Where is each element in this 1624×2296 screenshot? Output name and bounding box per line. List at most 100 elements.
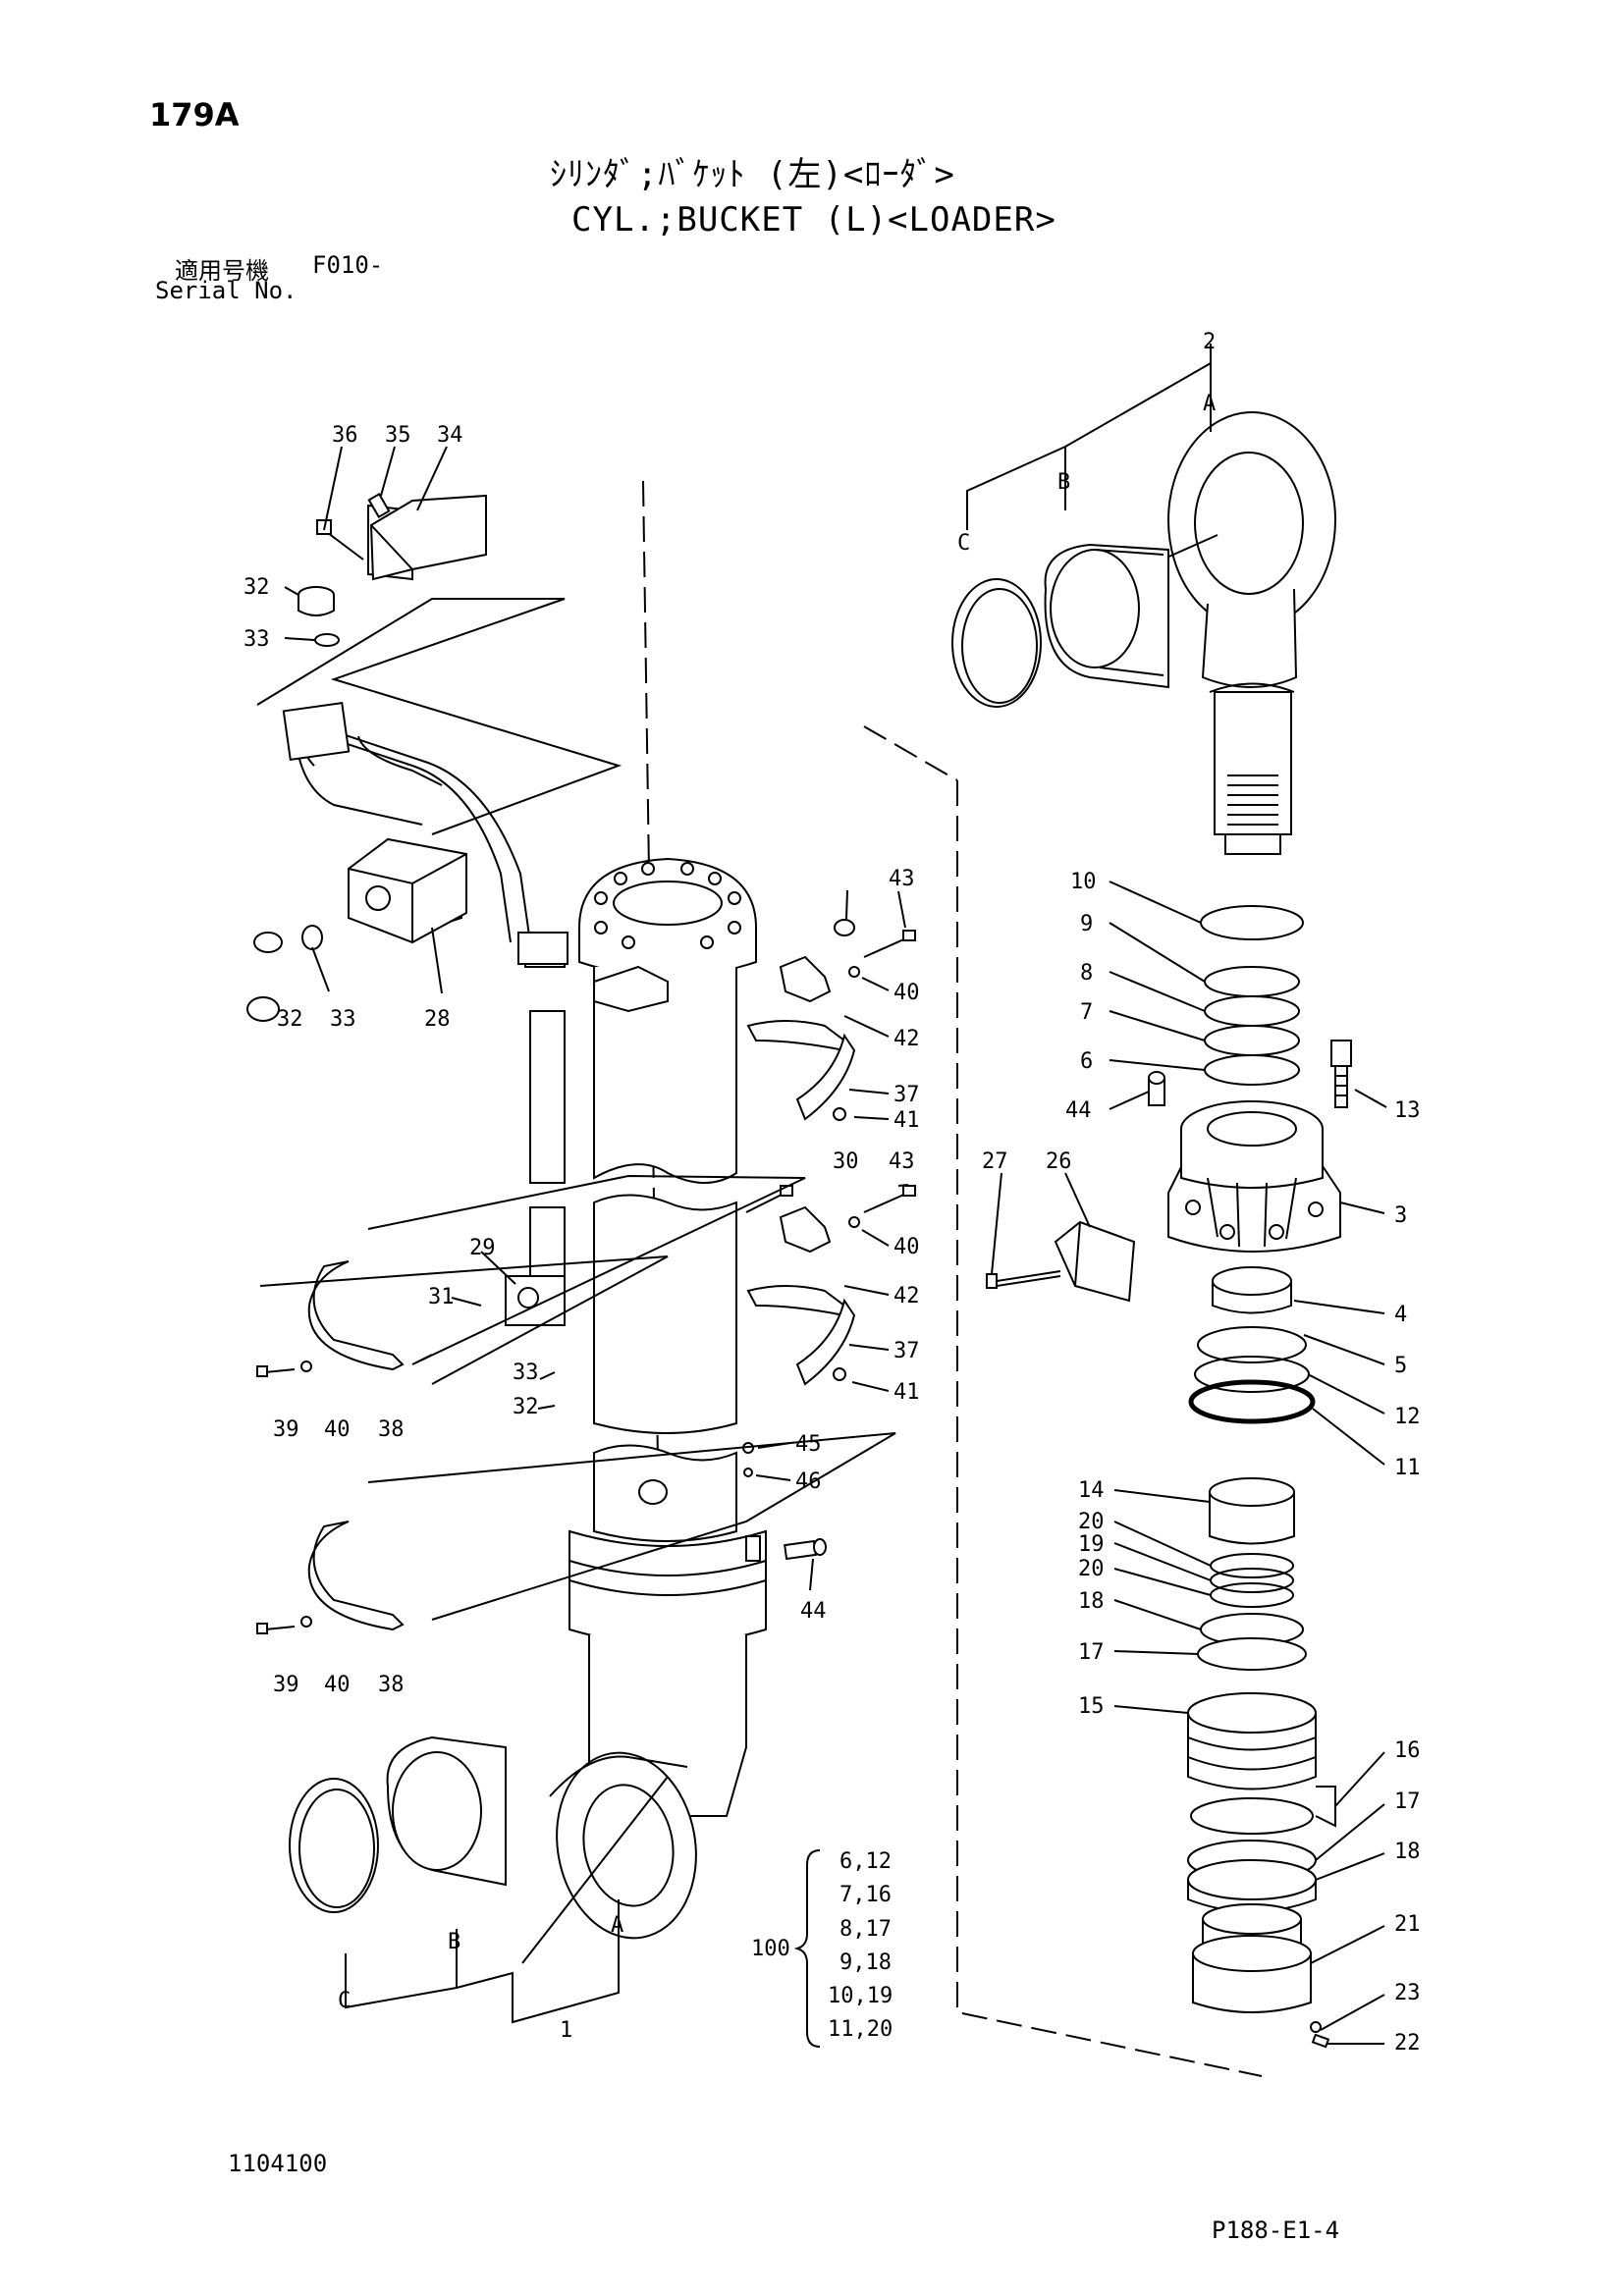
callout-bracket-bottom bbox=[345, 1899, 620, 2024]
callout-26: 26 bbox=[1046, 1149, 1072, 1174]
callout-labels: 2 A B C 36 35 34 32 33 32 33 28 43 40 42… bbox=[244, 330, 1421, 2056]
callout-c-low: C bbox=[338, 1989, 351, 2013]
callout-6: 6 bbox=[1080, 1049, 1093, 1074]
tube-side-block bbox=[517, 932, 669, 1013]
serial-label-english: Serial No. bbox=[155, 277, 298, 304]
callout-15: 15 bbox=[1078, 1694, 1105, 1719]
left-clamp-upper bbox=[256, 1260, 405, 1377]
callout-b-top: B bbox=[1057, 470, 1070, 495]
callout-b-low: B bbox=[448, 1930, 460, 1954]
callout-18-b: 18 bbox=[1394, 1840, 1421, 1864]
callout-32-mid: 32 bbox=[277, 1007, 303, 1032]
callout-36: 36 bbox=[332, 423, 358, 448]
callout-14: 14 bbox=[1078, 1478, 1105, 1503]
rod-eye-part bbox=[1128, 411, 1336, 855]
bolt-27-part bbox=[986, 1270, 1061, 1289]
callout-9: 9 bbox=[1080, 912, 1093, 936]
callout-32-top: 32 bbox=[244, 575, 270, 600]
kit-item: 10,19 bbox=[828, 1984, 893, 2008]
upper-clamp-set bbox=[746, 919, 916, 1121]
callout-28: 28 bbox=[424, 1007, 451, 1032]
flange-34-part bbox=[246, 492, 487, 1022]
callout-13: 13 bbox=[1394, 1098, 1421, 1123]
grease-nipple-lower-part bbox=[742, 1442, 827, 1561]
page-number: 179A bbox=[149, 96, 240, 133]
callout-37-r1: 37 bbox=[893, 1083, 920, 1107]
callout-20-a: 20 bbox=[1078, 1510, 1105, 1534]
callout-3: 3 bbox=[1394, 1203, 1407, 1228]
callout-27: 27 bbox=[982, 1149, 1008, 1174]
callout-44-low: 44 bbox=[800, 1599, 827, 1624]
callout-40-b: 40 bbox=[324, 1673, 351, 1697]
callout-21: 21 bbox=[1394, 1912, 1421, 1937]
title-english: CYL.;BUCKET (L)<LOADER> bbox=[571, 200, 1056, 240]
callout-12: 12 bbox=[1394, 1405, 1421, 1429]
callout-33-top: 33 bbox=[244, 627, 270, 652]
callout-32-low: 32 bbox=[513, 1395, 539, 1419]
callout-29: 29 bbox=[469, 1236, 496, 1260]
callout-45: 45 bbox=[795, 1432, 822, 1457]
exploded-guide-lines bbox=[256, 598, 896, 1964]
top-snap-ring-part bbox=[951, 578, 1042, 708]
kit-item: 6,12 bbox=[839, 1849, 892, 1874]
callout-10: 10 bbox=[1070, 870, 1097, 894]
callout-19: 19 bbox=[1078, 1532, 1105, 1557]
lower-snap-ring-part bbox=[289, 1778, 379, 1913]
callout-39-b: 39 bbox=[273, 1673, 299, 1697]
callout-44-top: 44 bbox=[1065, 1098, 1092, 1123]
piston-assembly bbox=[1187, 1477, 1330, 2049]
callout-42-r1: 42 bbox=[893, 1027, 920, 1051]
callout-16: 16 bbox=[1394, 1738, 1421, 1763]
left-clamp-lower bbox=[256, 1521, 405, 1634]
callout-43-mid: 43 bbox=[889, 1149, 915, 1174]
cylinder-tube-part bbox=[549, 857, 767, 1940]
kit-list: 100 6,12 7,16 8,17 9,18 10,19 11,20 bbox=[751, 1849, 893, 2042]
kit-item: 9,18 bbox=[839, 1950, 892, 1975]
block-26-part bbox=[1054, 1220, 1136, 1303]
callout-20-b: 20 bbox=[1078, 1557, 1105, 1581]
callout-46: 46 bbox=[795, 1469, 822, 1494]
callout-5: 5 bbox=[1394, 1354, 1407, 1378]
bolt-13-part bbox=[1330, 1040, 1352, 1108]
kit-number: 100 bbox=[751, 1937, 790, 1961]
kit-brace bbox=[793, 1849, 821, 2048]
callout-2: 2 bbox=[1203, 330, 1216, 354]
callout-c-top: C bbox=[957, 531, 970, 556]
callout-4: 4 bbox=[1394, 1303, 1407, 1327]
kit-item: 7,16 bbox=[839, 1883, 892, 1907]
leader-lines bbox=[284, 446, 1387, 2045]
serial-label-japanese: 適用号機 bbox=[175, 257, 269, 285]
document-code: 1104100 bbox=[228, 2150, 328, 2177]
block-28-part bbox=[348, 837, 467, 944]
lower-bushing-part bbox=[386, 1735, 507, 1887]
callout-34: 34 bbox=[437, 423, 463, 448]
callout-38-b: 38 bbox=[378, 1673, 405, 1697]
callout-17-b: 17 bbox=[1394, 1789, 1421, 1814]
kit-item: 11,20 bbox=[828, 2017, 893, 2042]
callout-41-r1: 41 bbox=[893, 1108, 920, 1133]
callout-31: 31 bbox=[428, 1285, 455, 1309]
callout-43-top: 43 bbox=[889, 867, 915, 891]
page-reference: P188-E1-4 bbox=[1212, 2216, 1340, 2244]
callout-35: 35 bbox=[385, 423, 411, 448]
callout-23: 23 bbox=[1394, 1981, 1421, 2005]
callout-33-low: 33 bbox=[513, 1361, 539, 1385]
callout-8: 8 bbox=[1080, 961, 1093, 986]
callout-1: 1 bbox=[560, 2018, 572, 2043]
callout-a-top: A bbox=[1203, 392, 1216, 416]
callout-7: 7 bbox=[1080, 1000, 1093, 1025]
lower-clamp-set bbox=[745, 1185, 916, 1386]
callout-37-r2: 37 bbox=[893, 1339, 920, 1363]
callout-33-mid: 33 bbox=[330, 1007, 356, 1032]
kit-item: 8,17 bbox=[839, 1917, 892, 1942]
callout-a-low: A bbox=[611, 1913, 623, 1938]
callout-39-a: 39 bbox=[273, 1417, 299, 1442]
top-bushing-part bbox=[1044, 543, 1169, 689]
callout-17-a: 17 bbox=[1078, 1640, 1105, 1665]
callout-38-a: 38 bbox=[378, 1417, 405, 1442]
title-japanese: ｼﾘﾝﾀﾞ;ﾊﾞｹｯﾄ (左)<ﾛｰﾀﾞ> bbox=[550, 155, 955, 194]
callout-40-r1: 40 bbox=[893, 981, 920, 1005]
callout-40-r2: 40 bbox=[893, 1235, 920, 1259]
callout-18-a: 18 bbox=[1078, 1589, 1105, 1614]
